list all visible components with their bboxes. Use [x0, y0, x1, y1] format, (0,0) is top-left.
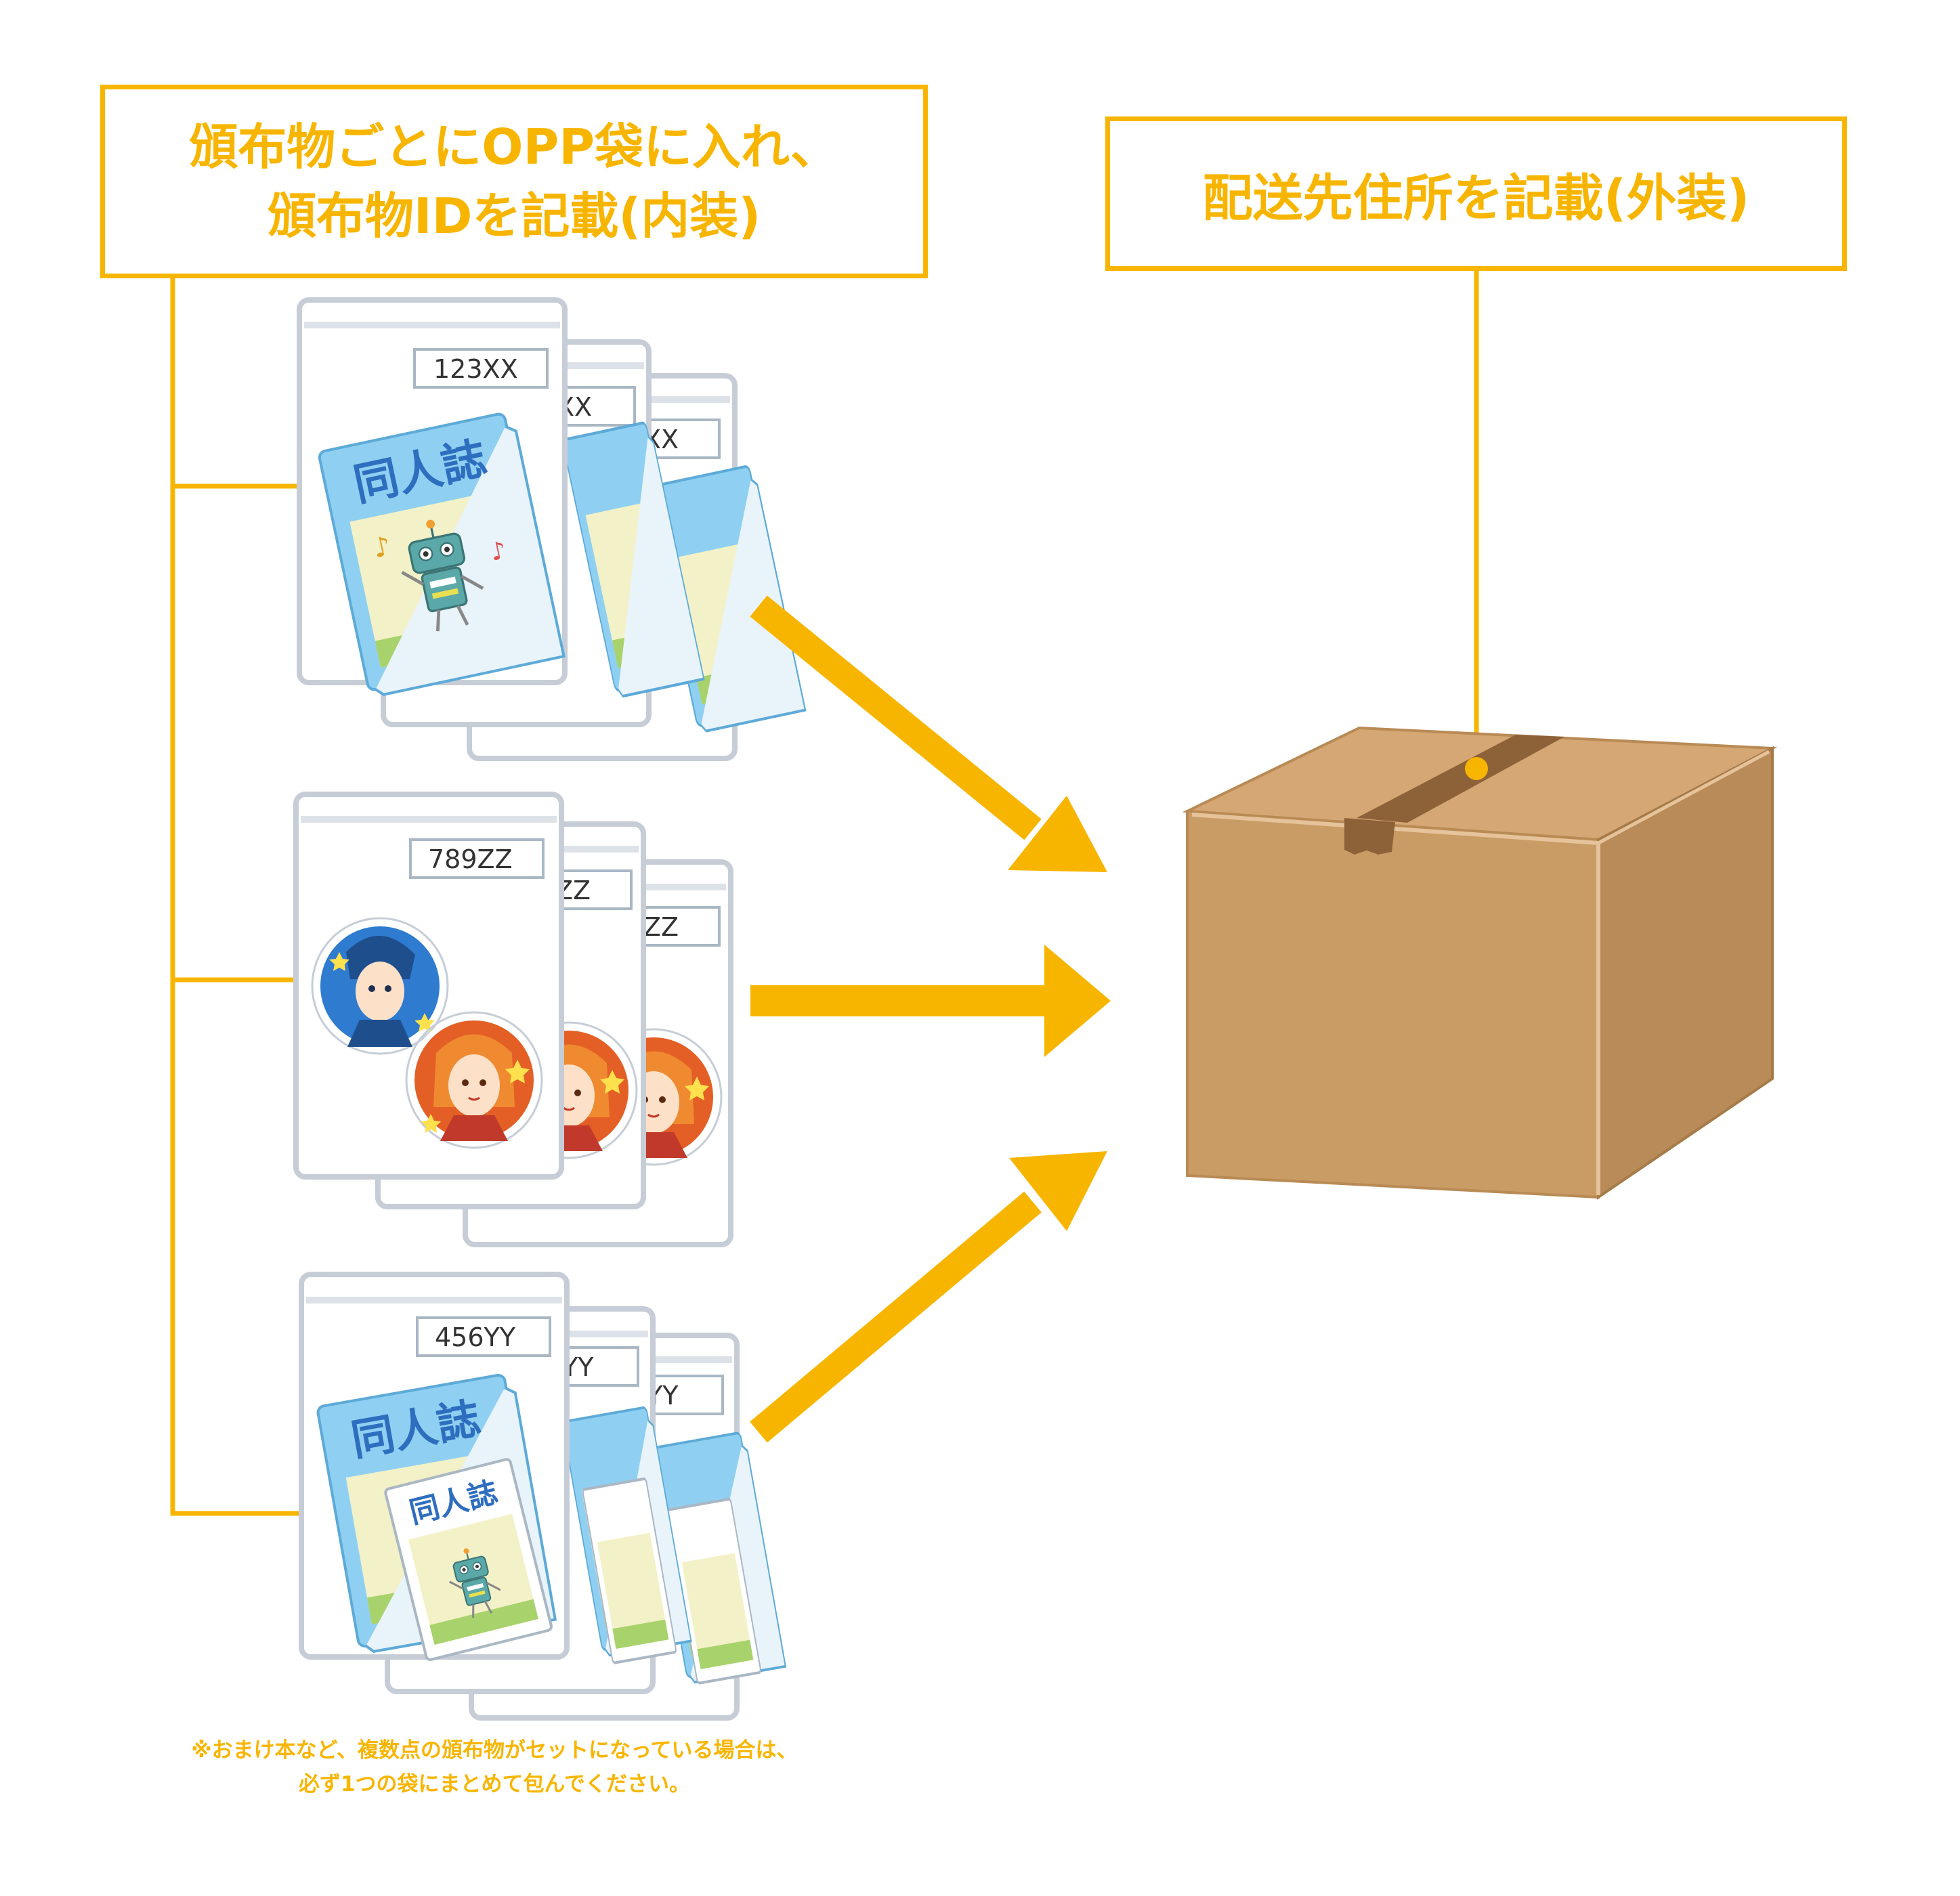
- can-badge-orange: [406, 1012, 542, 1148]
- bag-id-label: 123XX: [433, 354, 518, 384]
- bag-id-label: ZZ: [643, 912, 679, 942]
- cardboard-box: [1187, 728, 1772, 1197]
- bag-group-bookset: YY YY 456YY 同人誌 同人誌: [301, 1274, 786, 1718]
- bag-group-book: XX XX 123XX 同人誌 ♪ ♪: [299, 300, 805, 758]
- footnote: ※おまけ本など、複数点の頒布物がセットになっている場合は、 必ず1つの袋にまとめ…: [102, 1733, 887, 1801]
- footnote-line2: 必ず1つの袋にまとめて包んでください。: [102, 1767, 887, 1801]
- arrow-middle: [750, 945, 1111, 1057]
- arrows: [750, 606, 1111, 1432]
- arrow-upper: [759, 606, 1107, 872]
- arrow-lower: [759, 1151, 1107, 1432]
- bag-id-label: 789ZZ: [428, 844, 513, 874]
- footnote-line1: ※おまけ本など、複数点の頒布物がセットになっている場合は、: [102, 1733, 887, 1767]
- connector-dot-box: [1465, 757, 1488, 780]
- can-badge-blue: [312, 918, 448, 1054]
- opp-bag-front: 123XX 同人誌 ♪ ♪: [299, 300, 565, 697]
- opp-bag-front: 456YY 同人誌 同人誌: [301, 1274, 567, 1660]
- bag-id-label: 456YY: [435, 1322, 516, 1352]
- opp-bag-front: 789ZZ: [296, 794, 561, 1177]
- bag-group-badges: ZZ ZZ 789ZZ: [296, 794, 731, 1245]
